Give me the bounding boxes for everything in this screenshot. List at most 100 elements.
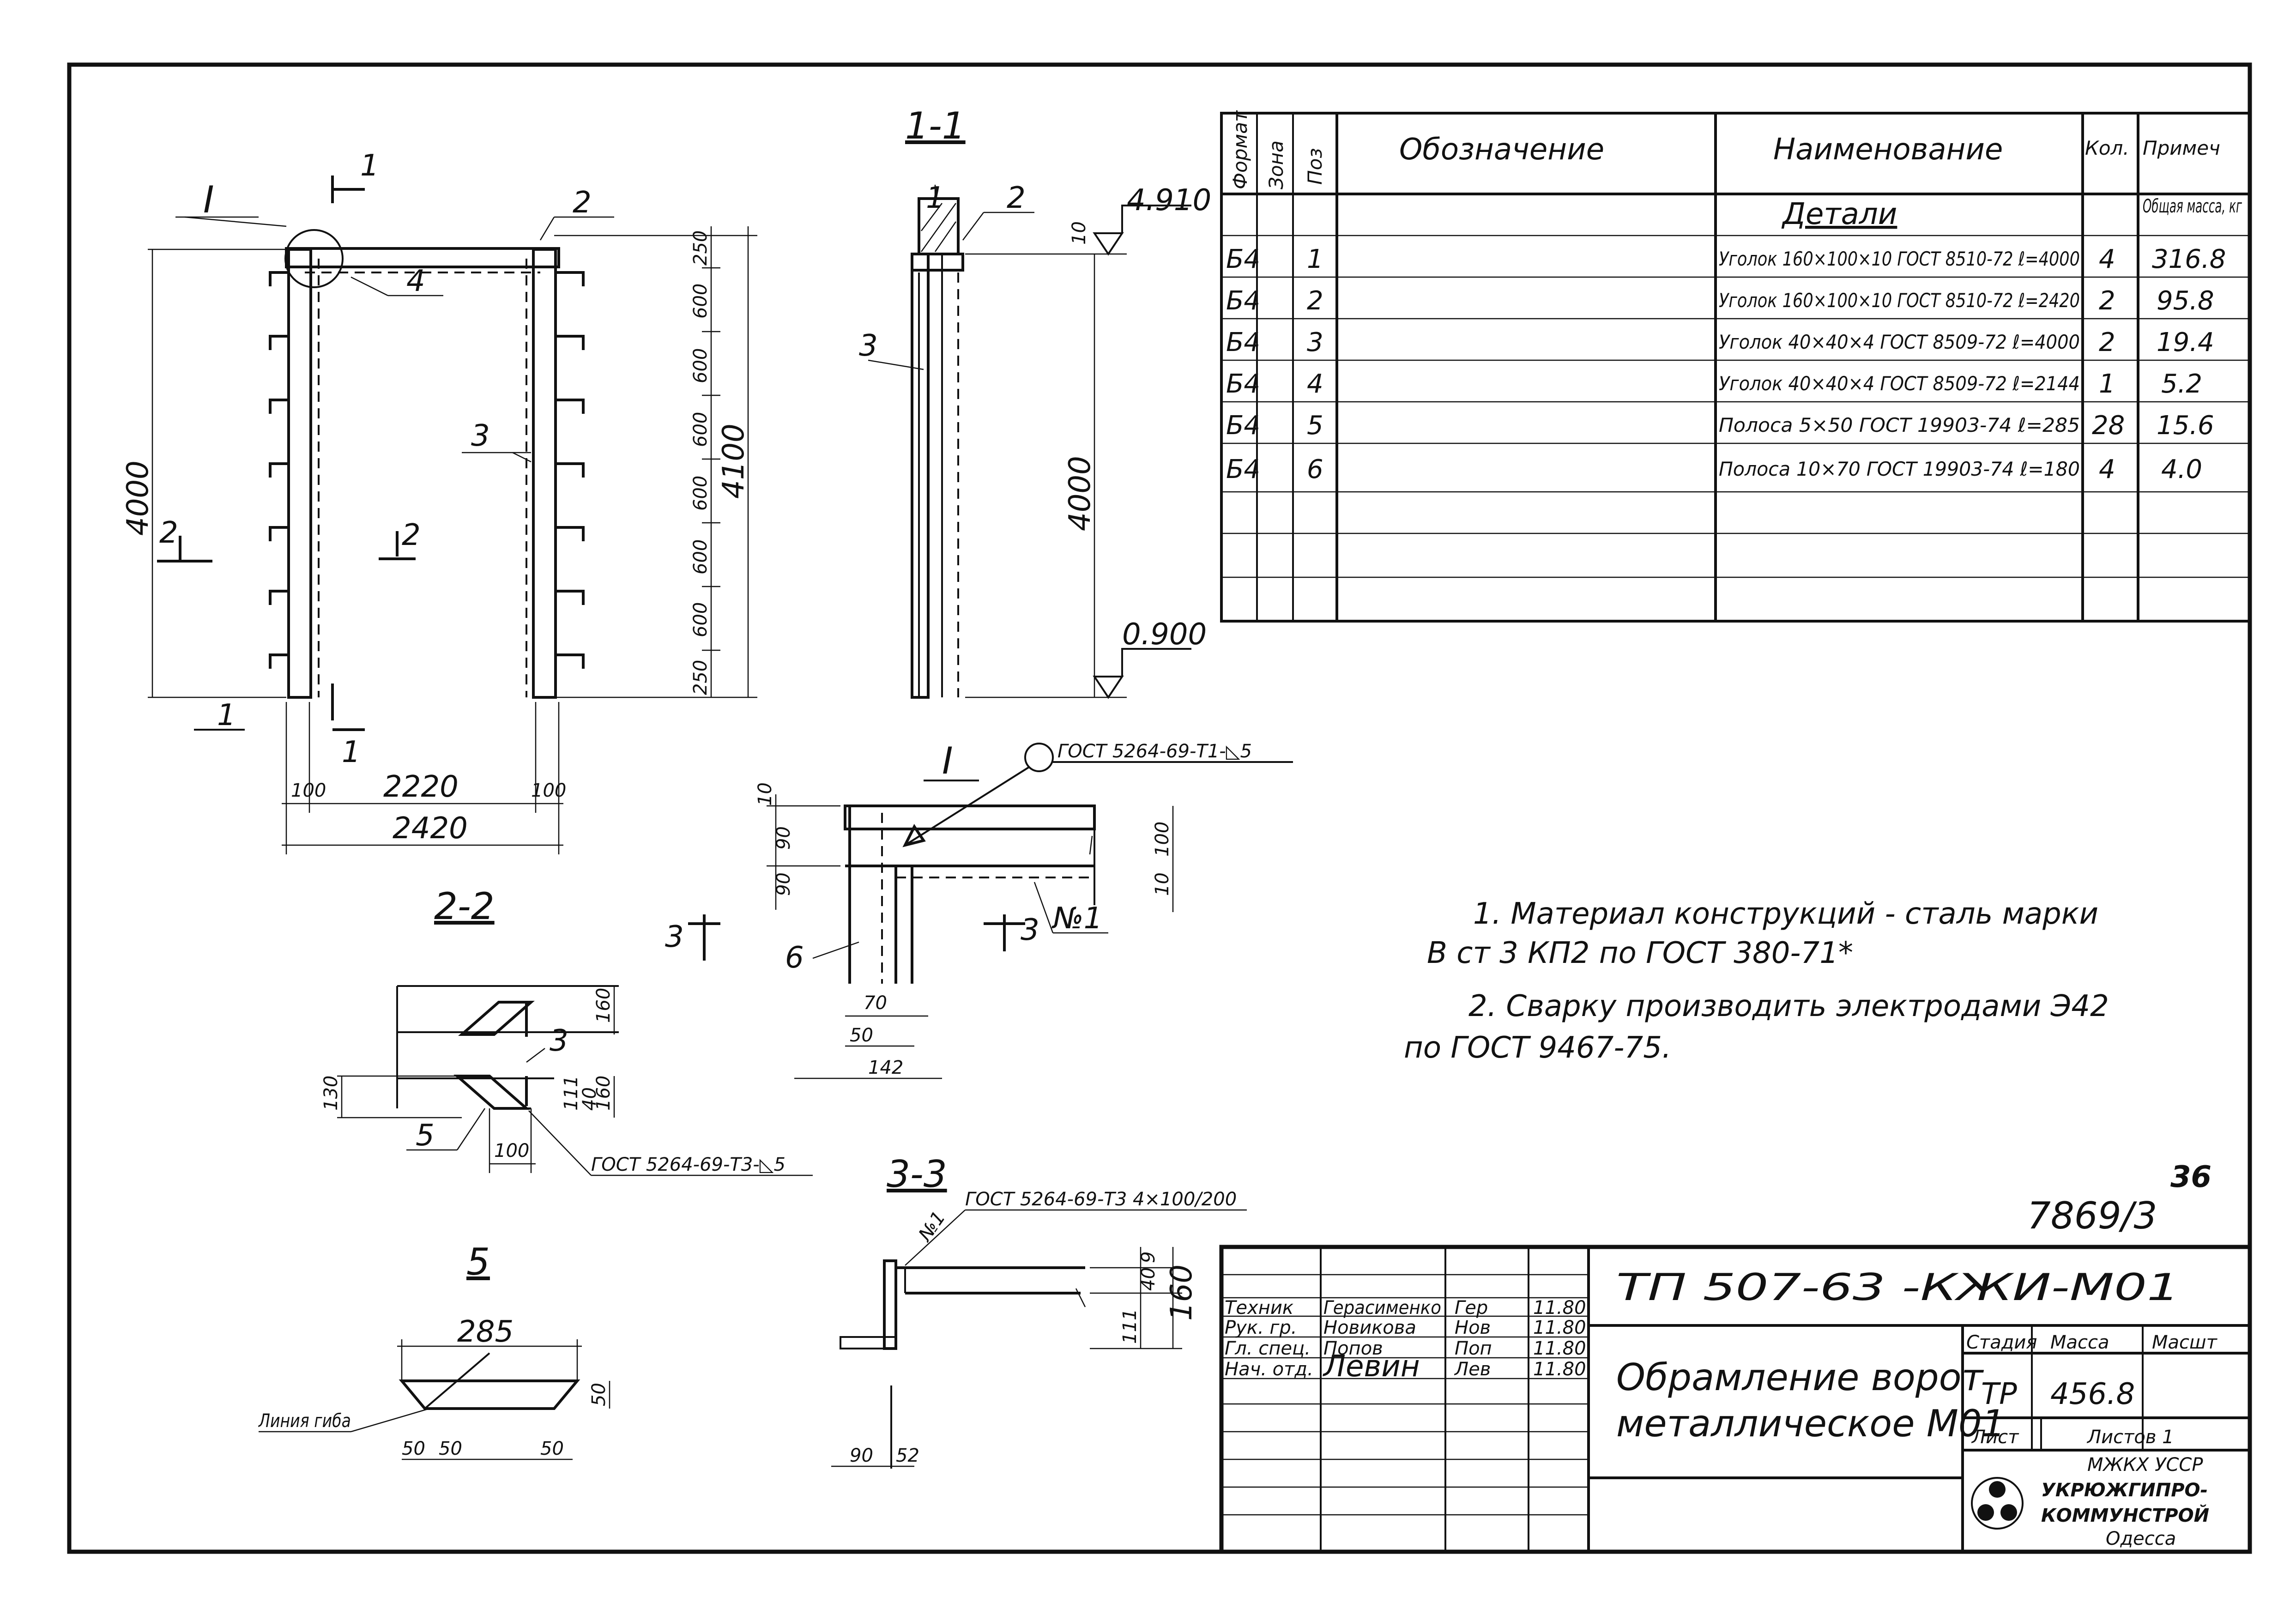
svg-text:Уголок 160×100×10 ГОСТ 8510-72: Уголок 160×100×10 ГОСТ 8510-72 ℓ=2420 <box>1719 289 2080 312</box>
table-row: Б4 5 Полоса 5×50 ГОСТ 19903-74 ℓ=285 28 … <box>1226 411 2214 441</box>
detail-I-d100: 100 <box>1152 822 1173 857</box>
org-line-4: Одесса <box>2106 1528 2176 1549</box>
part-5-title: 5 <box>466 1240 490 1283</box>
s11-d4000: 4000 <box>1063 456 1097 531</box>
svg-text:2: 2 <box>2099 327 2115 357</box>
detail-I-d10b: 10 <box>1152 872 1173 896</box>
dim-w2220: 2220 <box>383 770 459 804</box>
svg-text:Б4: Б4 <box>1226 244 1260 274</box>
level-bottom: 0.900 <box>1122 617 1207 652</box>
svg-text:Полоса 10×70 ГОСТ 19903-74 ℓ=1: Полоса 10×70 ГОСТ 19903-74 ℓ=180 <box>1719 458 2080 480</box>
svg-text:11.80: 11.80 <box>1533 1297 1586 1319</box>
col-note-header: Примеч <box>2143 137 2220 159</box>
table-row: Б4 3 Уголок 40×40×4 ГОСТ 8509-72 ℓ=4000 … <box>1226 327 2214 357</box>
col-zone-header: Зона <box>1265 140 1287 189</box>
scale-label: Масшт <box>2152 1332 2218 1353</box>
svg-text:15.6: 15.6 <box>2157 411 2214 441</box>
col-format-header: Формат <box>1229 110 1251 189</box>
note-1b: В ст 3 КП2 по ГОСТ 380-71* <box>1427 936 1853 970</box>
svg-text:Уголок 40×40×4 ГОСТ 8509-72 ℓ=: Уголок 40×40×4 ГОСТ 8509-72 ℓ=4000 <box>1719 331 2080 353</box>
s22-d100: 100 <box>494 1140 529 1161</box>
dim-s600-4: 600 <box>690 476 711 511</box>
svg-text:11.80: 11.80 <box>1533 1338 1586 1359</box>
svg-text:3: 3 <box>1307 327 1323 357</box>
detail-I-d10: 10 <box>755 782 776 806</box>
s33-d111: 111 <box>1119 1309 1141 1344</box>
dim-s600-3: 600 <box>690 412 711 447</box>
svg-text:Поп: Поп <box>1455 1338 1492 1359</box>
part5-d50c: 50 <box>540 1438 564 1459</box>
svg-text:Рук. гр.: Рук. гр. <box>1225 1317 1297 1338</box>
mass-header: Общая масса, кг <box>2143 196 2242 217</box>
inventory-number: 7869/3 <box>2027 1194 2157 1237</box>
table-row: Б4 1 Уголок 160×100×10 ГОСТ 8510-72 ℓ=40… <box>1226 244 2226 274</box>
detail-node-I: I ГОСТ 5264-69-Т1-◺5 10 90 90 100 10 70 … <box>665 739 1293 1079</box>
s11-pos-3: 3 <box>859 329 878 363</box>
list-item: Нач. отд. Левин Лев 11.80 <box>1225 1349 1586 1384</box>
svg-text:11.80: 11.80 <box>1533 1359 1586 1380</box>
svg-text:Техник: Техник <box>1225 1297 1293 1319</box>
org-line-2: УКРЮЖГИПРО- <box>2041 1480 2208 1501</box>
svg-text:Полоса 5×50 ГОСТ 19903-74 ℓ=28: Полоса 5×50 ГОСТ 19903-74 ℓ=285 <box>1719 414 2080 436</box>
s22-weld: ГОСТ 5264-69-Т3-◺5 <box>591 1154 785 1175</box>
svg-text:11.80: 11.80 <box>1533 1317 1586 1338</box>
svg-text:2: 2 <box>1307 286 1323 316</box>
svg-text:95.8: 95.8 <box>2157 286 2214 316</box>
section-3-3-title: 3-3 <box>887 1153 947 1196</box>
sheet-label: Лист <box>1971 1427 2019 1448</box>
detail-I-weld: ГОСТ 5264-69-Т1-◺5 <box>1057 741 1252 762</box>
detail-I-d90a: 90 <box>773 826 794 850</box>
detail-I-d142: 142 <box>868 1057 903 1078</box>
title-block: 36 7869/3 Техник Герасименко Гер 11.80 <box>1219 1160 2252 1554</box>
note-2a: 2. Сварку производить электродами Э42 <box>1468 989 2109 1023</box>
col-qty-header: Кол. <box>2085 137 2129 159</box>
svg-text:Б4: Б4 <box>1226 454 1260 484</box>
level-top: 4.910 <box>1127 183 1211 218</box>
svg-text:5: 5 <box>1307 411 1323 441</box>
sheet-number: 36 <box>2170 1160 2211 1194</box>
svg-text:Лев: Лев <box>1454 1359 1491 1380</box>
dim-s600-6: 600 <box>690 602 711 637</box>
pos-3-label: 3 <box>471 419 490 453</box>
s11-pos-2: 2 <box>1007 181 1026 215</box>
cut-2-left: 2 <box>159 516 178 550</box>
cut-1-top: 1 <box>360 149 379 183</box>
svg-text:Б4: Б4 <box>1226 411 1260 441</box>
s11-pos-1: 1 <box>926 181 945 215</box>
svg-text:Б4: Б4 <box>1226 286 1260 316</box>
s22-pos3: 3 <box>550 1024 568 1058</box>
svg-text:Герасименко: Герасименко <box>1323 1297 1441 1319</box>
svg-text:Уголок 40×40×4 ГОСТ 8509-72 ℓ=: Уголок 40×40×4 ГОСТ 8509-72 ℓ=2144 <box>1719 372 2080 395</box>
col-pos-header: Поз <box>1304 148 1326 185</box>
svg-text:Гер: Гер <box>1455 1297 1488 1319</box>
svg-text:1: 1 <box>2099 369 2115 399</box>
pos-2-label: 2 <box>573 186 592 220</box>
dim-h4000: 4000 <box>121 460 155 536</box>
specification-table: Формат Зона Поз Обозначение Наименование… <box>1220 110 2251 623</box>
note-2b: по ГОСТ 9467-75. <box>1404 1031 1671 1065</box>
s33-n1: №1 <box>914 1207 949 1246</box>
sheet-frame <box>67 62 2252 1554</box>
s33-d160: 160 <box>1165 1264 1199 1321</box>
general-notes: 1. Материал конструкций - сталь марки В … <box>1404 897 2109 1065</box>
col-designation-header: Обозначение <box>1399 133 1604 167</box>
section-3-3: 3-3 ГОСТ 5264-69-Т3 4×100/200 №1 40 9 11… <box>831 1153 1247 1469</box>
s22-d160b: 160 <box>593 1076 614 1111</box>
mass-value: 456.8 <box>2050 1377 2135 1411</box>
section-2-2-title: 2-2 <box>434 885 495 928</box>
table-row: Б4 2 Уголок 160×100×10 ГОСТ 8510-72 ℓ=24… <box>1226 286 2214 316</box>
s22-d130: 130 <box>320 1076 342 1111</box>
svg-text:2: 2 <box>2099 286 2115 316</box>
drawing-title-2: металлическое М01 <box>1616 1402 2006 1445</box>
note-1a: 1. Материал конструкций - сталь марки <box>1473 897 2098 931</box>
dim-s600-5: 600 <box>690 539 711 575</box>
svg-text:Б4: Б4 <box>1226 327 1260 357</box>
svg-text:28: 28 <box>2092 411 2125 441</box>
part5-d50: 50 <box>588 1383 610 1406</box>
dim-s600-1: 600 <box>690 284 711 319</box>
s33-weld: ГОСТ 5264-69-Т3 4×100/200 <box>965 1189 1237 1210</box>
svg-text:5.2: 5.2 <box>2161 369 2202 399</box>
stage-label: Стадия <box>1966 1332 2037 1353</box>
svg-text:4: 4 <box>1307 369 1323 399</box>
